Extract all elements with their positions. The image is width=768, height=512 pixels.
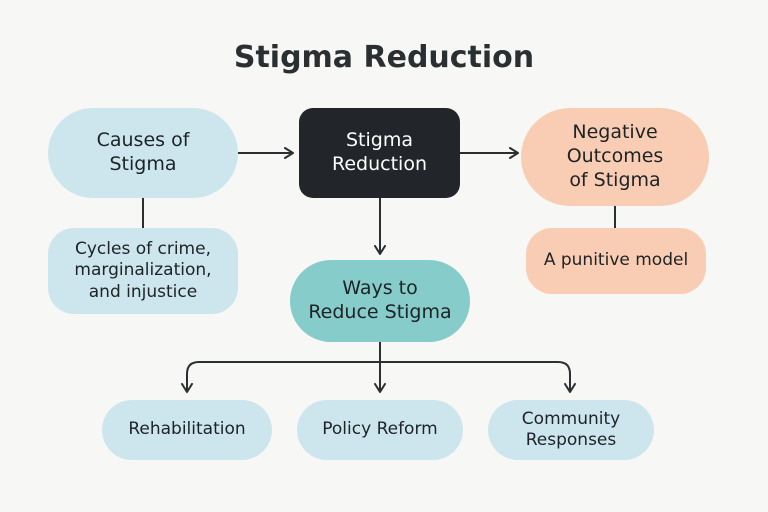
node-policy-label: Policy Reform: [322, 419, 438, 440]
node-rehabilitation: Rehabilitation: [102, 400, 272, 460]
node-causes-label: Causes of Stigma: [96, 129, 190, 175]
node-center-label: Stigma Reduction: [332, 129, 427, 175]
node-negative-label: Negative Outcomes of Stigma: [566, 121, 664, 191]
node-ways-label: Ways to Reduce Stigma: [308, 277, 452, 323]
page-title: Stigma Reduction: [233, 40, 535, 75]
node-community-responses: Community Responses: [488, 400, 654, 460]
node-punitive-label: A punitive model: [543, 250, 689, 271]
node-causes-of-stigma: Causes of Stigma: [48, 108, 238, 198]
node-policy-reform: Policy Reform: [297, 400, 463, 460]
node-stigma-reduction: Stigma Reduction: [299, 108, 460, 198]
node-cycles-of-crime: Cycles of crime, marginalization, and in…: [48, 228, 238, 314]
node-ways-to-reduce: Ways to Reduce Stigma: [290, 260, 470, 342]
node-cycles-label: Cycles of crime, marginalization, and in…: [74, 239, 212, 302]
node-rehab-label: Rehabilitation: [128, 419, 246, 440]
node-community-label: Community Responses: [521, 408, 621, 450]
connector-branch: [186, 361, 576, 393]
node-punitive-model: A punitive model: [526, 228, 706, 294]
node-negative-outcomes: Negative Outcomes of Stigma: [521, 108, 709, 206]
